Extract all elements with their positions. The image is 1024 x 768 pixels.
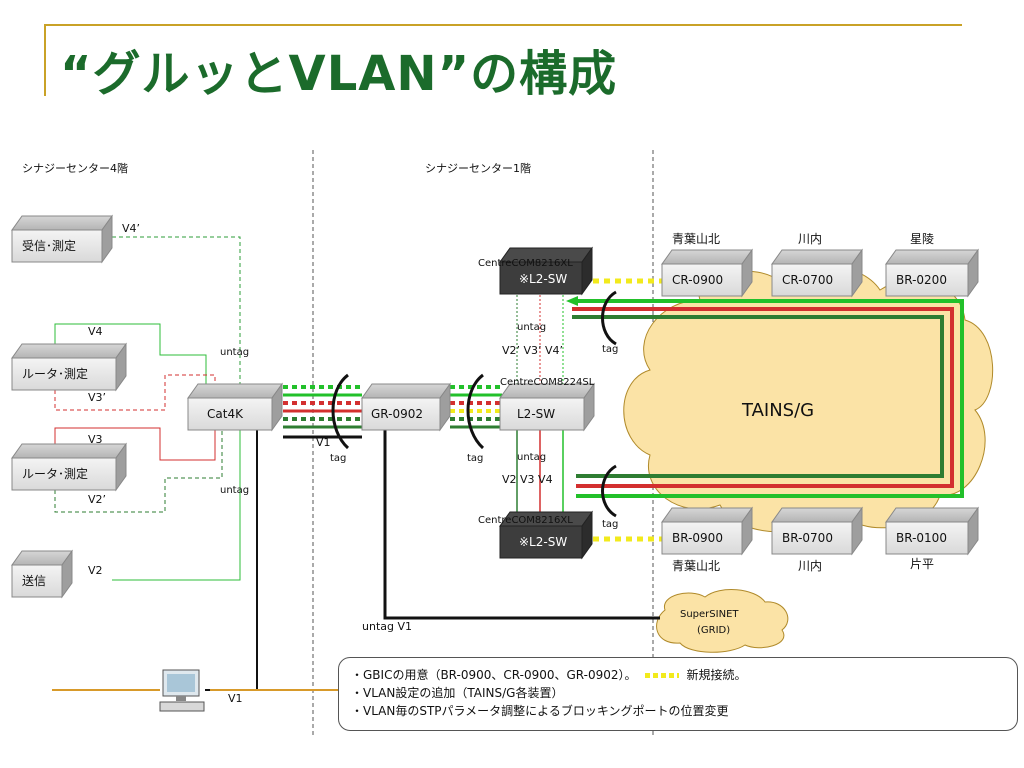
gr0902-label: GR-0902 — [371, 407, 423, 421]
cat4k-switch: Cat4K — [187, 382, 283, 432]
router-measure-label-2: ルータ･測定 — [22, 466, 88, 481]
label-v1-pc: V1 — [228, 692, 243, 705]
top-sw-name: ※L2-SW — [519, 272, 567, 286]
label-untag-v1-bottom: untag V1 — [362, 620, 412, 633]
supersinet-label: SuperSINET — [680, 609, 739, 620]
cat4k-label: Cat4K — [207, 407, 244, 421]
tag-arc-cat — [331, 373, 350, 450]
mid-sw-name: L2-SW — [517, 407, 555, 421]
bot-sw-model: CentreCOM8216XL — [478, 515, 573, 526]
label-tag-top-right: tag — [602, 344, 618, 355]
router-measure-device-1: ルータ･測定 — [11, 342, 127, 392]
site-device-br0200: BR-0200 — [896, 273, 947, 287]
label-v4: V4 — [88, 325, 103, 338]
mid-l2-switch: L2-SW — [499, 382, 595, 432]
supersinet-cloud — [656, 589, 789, 653]
note-line-1: ・GBICの用意（BR-0900、CR-0900、GR-0902）。 新規接続。 — [351, 666, 1005, 684]
site-place-top-2: 川内 — [798, 232, 822, 246]
site-br0100: BR-0100 — [885, 506, 979, 556]
label-untag-upper: untag — [220, 347, 249, 358]
site-cr0700: CR-0700 — [771, 248, 863, 298]
tains-label: TAINS/G — [741, 400, 814, 421]
pc-v1-link — [205, 430, 258, 691]
notes-box: ・GBICの用意（BR-0900、CR-0900、GR-0902）。新規接続。 … — [338, 657, 1018, 731]
site-device-br0100: BR-0100 — [896, 531, 947, 545]
vlan-v4-link — [54, 323, 207, 385]
tains-cloud — [623, 265, 994, 533]
floor4-label: シナジーセンター4階 — [22, 161, 128, 175]
router-measure-device-2: ルータ･測定 — [11, 442, 127, 492]
label-tag-bottom-right: tag — [602, 519, 618, 530]
label-v-mid: V2 V3 V4 — [502, 473, 553, 486]
vlan-v4-prime-link — [112, 236, 241, 385]
top-sw-model: CentreCOM8216XL — [478, 258, 573, 269]
tag-arc-bottom-right — [601, 464, 617, 518]
site-place-top-1: 青葉山北 — [672, 232, 720, 246]
site-device-br0700: BR-0700 — [782, 531, 833, 545]
title-rule — [44, 24, 962, 26]
site-device-cr0900: CR-0900 — [672, 273, 723, 287]
note-new-link: 新規接続。 — [686, 668, 747, 682]
loop-v3 — [572, 307, 954, 488]
router-measure-label-1: ルータ･測定 — [22, 366, 88, 381]
label-v-primes-top: V2’ V3’ V4’ — [502, 344, 563, 357]
slide-title: “グルッとVLAN”の構成 — [60, 46, 618, 102]
label-v2: V2 — [88, 564, 103, 577]
send-label: 送信 — [22, 573, 46, 588]
site-cr0900: CR-0900 — [661, 248, 753, 298]
tag-arc-top-right — [601, 290, 617, 346]
title-accent-bar — [44, 24, 46, 96]
new-link-legend-swatch — [644, 673, 679, 678]
vlan-v3-prime-link — [54, 374, 216, 411]
label-v1-cat: V1 — [316, 436, 331, 449]
site-device-cr0700: CR-0700 — [782, 273, 833, 287]
mid-sw-model: CentreCOM8224SL — [500, 377, 595, 388]
grid-label: (GRID) — [697, 625, 730, 636]
site-place-top-3: 星陵 — [910, 232, 934, 246]
site-br0900: BR-0900 — [661, 506, 753, 556]
site-place-bottom-2: 川内 — [798, 559, 822, 573]
label-tag-cat: tag — [330, 453, 346, 464]
note-line-2: ・VLAN設定の追加（TAINS/G各装置） — [351, 686, 564, 700]
vlan-v2-link — [112, 430, 241, 581]
label-v3: V3 — [88, 433, 103, 446]
top-l2-switch: ※L2-SW — [499, 246, 593, 296]
bottom-l2-switch: ※L2-SW — [499, 510, 593, 560]
recv-measure-label: 受信･測定 — [22, 238, 76, 253]
send-device: 送信 — [11, 549, 73, 599]
floor1-label: シナジーセンター1階 — [425, 161, 531, 175]
label-untag-lower: untag — [220, 485, 249, 496]
loop-v2 — [572, 315, 944, 478]
site-device-br0900: BR-0900 — [672, 531, 723, 545]
site-br0700: BR-0700 — [771, 506, 863, 556]
label-v3-prime: V3’ — [88, 391, 106, 404]
label-v2-prime: V2’ — [88, 493, 106, 506]
site-place-bottom-1: 青葉山北 — [672, 559, 720, 573]
bot-sw-name: ※L2-SW — [519, 535, 567, 549]
tag-arc-gr — [466, 373, 485, 450]
loop-arrow-head — [566, 296, 578, 306]
supersinet-v1-link — [383, 430, 660, 620]
pc-icon — [159, 669, 205, 712]
loop-v4 — [572, 299, 964, 498]
gr0902-router: GR-0902 — [361, 382, 451, 432]
label-untag-mid-sw: untag — [517, 452, 546, 463]
note-gbic: ・GBICの用意（BR-0900、CR-0900、GR-0902）。 — [351, 668, 637, 682]
label-untag-top-sw: untag — [517, 322, 546, 333]
vlan-v2-prime-link — [54, 430, 223, 513]
label-tag-gr: tag — [467, 453, 483, 464]
site-place-bottom-3: 片平 — [910, 557, 934, 571]
recv-measure-device: 受信･測定 — [11, 214, 113, 264]
site-br0200: BR-0200 — [885, 248, 979, 298]
label-v4-prime: V4’ — [122, 222, 140, 235]
note-line-3: ・VLAN毎のSTPパラメータ調整によるブロッキングポートの位置変更 — [351, 704, 729, 718]
vlan-v3-link — [54, 427, 216, 461]
